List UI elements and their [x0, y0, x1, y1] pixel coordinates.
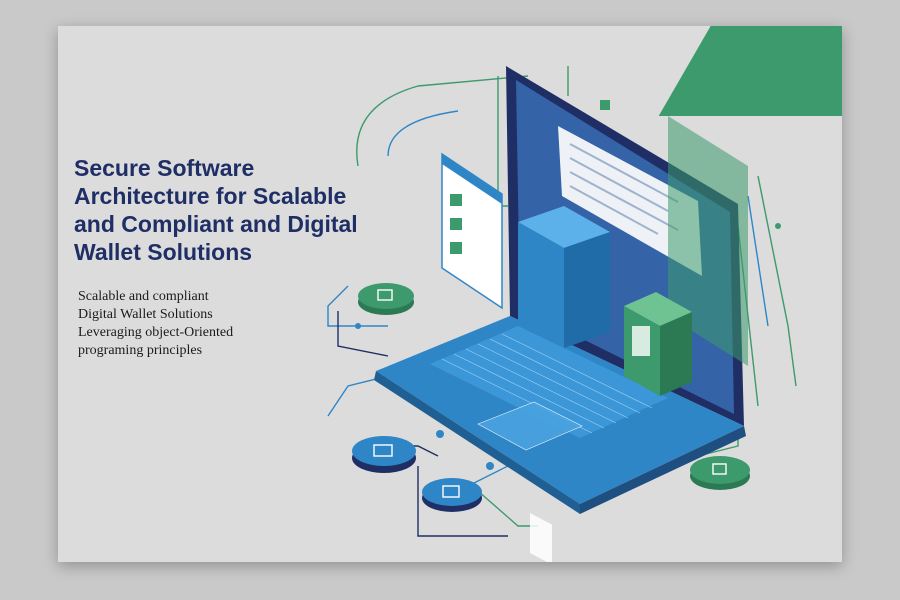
node-icon-blue-left [352, 436, 416, 473]
subtitle-line-3: Leveraging object-Oriented [78, 325, 234, 340]
subtitle-line-1: Scalable and compliant [78, 289, 209, 304]
subtitle-block: Scalable and compliant Digital Wallet So… [78, 288, 338, 360]
title-line-3: and Compliant and Digital [74, 211, 358, 237]
laptop-illustration [327, 66, 797, 562]
node-icon-green-right [690, 456, 750, 490]
connector-dots [355, 223, 781, 470]
floating-app-panel [441, 152, 503, 310]
node-icon-blue-bottom [422, 478, 482, 512]
title-line-1: Secure Software [74, 155, 255, 181]
subtitle-line-4: programing principles [78, 343, 203, 358]
blue-server-icon [518, 206, 610, 562]
node-icon-green-left [358, 283, 414, 315]
green-server-icon [624, 292, 692, 396]
subtitle-line-2: Digital Wallet Solutions [78, 307, 213, 322]
page-title: Secure Software Architecture for Scalabl… [74, 154, 404, 266]
title-line-4: Wallet Solutions [74, 239, 253, 265]
slide-canvas: Secure Software Architecture for Scalabl… [58, 26, 842, 562]
laptop-keyboard [374, 316, 746, 514]
title-line-2: Architecture for Scalable [74, 183, 347, 209]
